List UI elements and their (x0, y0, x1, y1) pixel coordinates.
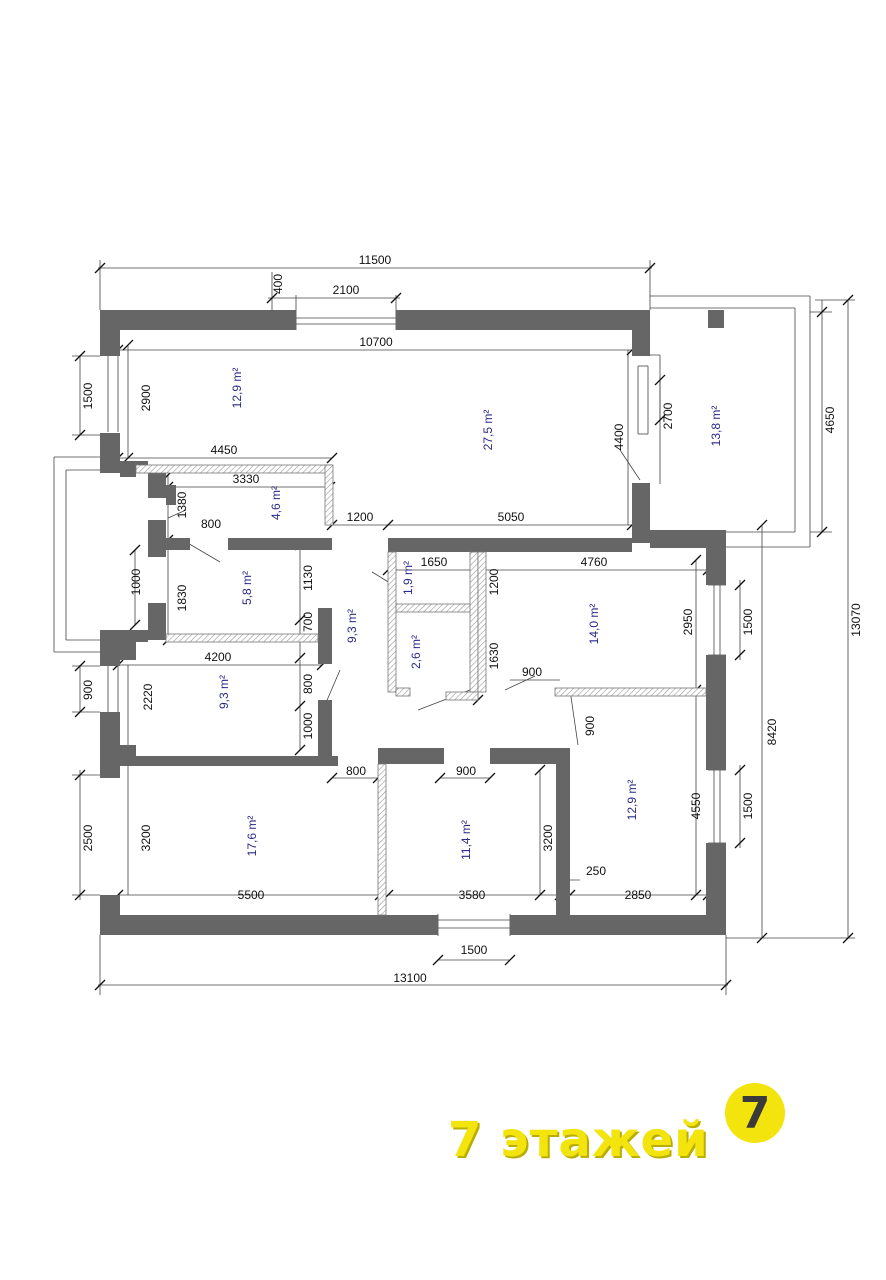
dim-left-wall-top: 2900 (139, 384, 153, 411)
exterior-walls (100, 310, 726, 935)
dim-bedroom-se-bottom: 2850 (625, 888, 652, 902)
dim-closet-a: 1200 (487, 568, 501, 595)
dim-right-8420: 8420 (765, 718, 779, 745)
dim-hall-1000: 1000 (129, 568, 143, 595)
dim-bath-height: 2220 (141, 683, 155, 710)
dim-wall-250: 250 (586, 864, 606, 878)
dim-window-east-1: 1500 (741, 608, 755, 635)
dim-bedroom-sw-bottom: 5500 (238, 888, 265, 902)
dim-top-offset: 400 (271, 274, 285, 294)
dimension-ticks (74, 262, 854, 991)
area-hall-small: 5,8 m² (240, 571, 254, 605)
dim-inner-top: 10700 (359, 335, 393, 349)
area-living: 27,5 m² (481, 410, 495, 451)
dim-door-b: 1200 (347, 510, 374, 524)
dim-terrace-window: 2700 (661, 402, 675, 429)
dim-bedroom-mid-bottom: 3580 (459, 888, 486, 902)
dimension-lines (53, 260, 855, 995)
area-kitchen: 12,9 m² (230, 368, 244, 409)
dim-bottom-total: 13100 (393, 971, 427, 985)
area-pantry: 4,6 m² (269, 486, 283, 520)
dim-window-east-2: 1500 (741, 792, 755, 819)
dim-total-height: 13070 (849, 603, 863, 637)
brand-badge-digit: 7 (740, 1088, 771, 1139)
dim-bedroom-sw-left: 3200 (139, 824, 153, 851)
area-bedroom-ne: 14,0 m² (587, 604, 601, 645)
area-bedroom-mid: 11,4 m² (459, 820, 473, 860)
interior-walls (120, 463, 632, 915)
area-wc: 1,9 m² (401, 561, 415, 595)
area-terrace: 13,8 m² (709, 406, 723, 447)
dim-hall-1830: 1830 (175, 584, 189, 611)
dim-left-window-top: 1500 (81, 382, 95, 409)
partition-walls (135, 464, 707, 916)
dim-door-800: 800 (346, 764, 366, 778)
dim-hall-700: 700 (301, 612, 315, 632)
dimension-labels: 11500 400 2100 10700 1500 2900 4450 3330… (81, 253, 863, 985)
dim-door-900b: 900 (583, 716, 597, 736)
dim-bath-door-2: 1000 (301, 712, 315, 739)
dim-pantry-height: 1380 (175, 491, 189, 518)
area-bedroom-sw: 17,6 m² (245, 816, 259, 857)
dim-bottom-window: 1500 (461, 943, 488, 957)
brand-name: 7 этажей (448, 1112, 709, 1168)
dim-bedroom-mid-right: 3200 (541, 824, 555, 851)
dim-door-a: 800 (201, 517, 221, 531)
dim-top-window: 2100 (333, 283, 360, 297)
area-bedroom-se: 12,9 m² (625, 780, 639, 821)
dim-terrace-height: 4650 (823, 406, 837, 433)
dim-corridor-top: 4450 (211, 443, 238, 457)
dim-closet-c: 900 (522, 665, 542, 679)
area-closet: 2,6 m² (409, 635, 423, 669)
dim-top-total: 11500 (359, 253, 392, 267)
dim-bath-width: 4200 (205, 650, 232, 664)
dim-toilet-width: 1650 (421, 555, 448, 569)
dim-right-4550: 4550 (689, 792, 703, 819)
dim-door-900: 900 (456, 764, 476, 778)
dim-bath-door: 800 (301, 674, 315, 694)
room-area-labels: 12,9 m² 27,5 m² 13,8 m² 4,6 m² 5,8 m² 9,… (217, 368, 723, 860)
dim-hall-1130: 1130 (301, 565, 315, 591)
dim-living-right: 4400 (612, 423, 626, 450)
area-corridor: 9,3 m² (345, 609, 359, 643)
dim-left-2500: 2500 (81, 824, 95, 851)
dim-pantry-width: 3330 (233, 472, 260, 486)
area-bath: 9,3 m² (217, 675, 231, 709)
dim-closet-b: 1630 (487, 642, 501, 669)
dim-left-900: 900 (81, 680, 95, 700)
dim-living-bottom: 5050 (498, 510, 525, 524)
dim-bedroom-ne-right: 2950 (681, 608, 695, 635)
dim-bedroom-ne-top: 4760 (581, 555, 608, 569)
brand-badge-icon: 7 (725, 1083, 785, 1143)
